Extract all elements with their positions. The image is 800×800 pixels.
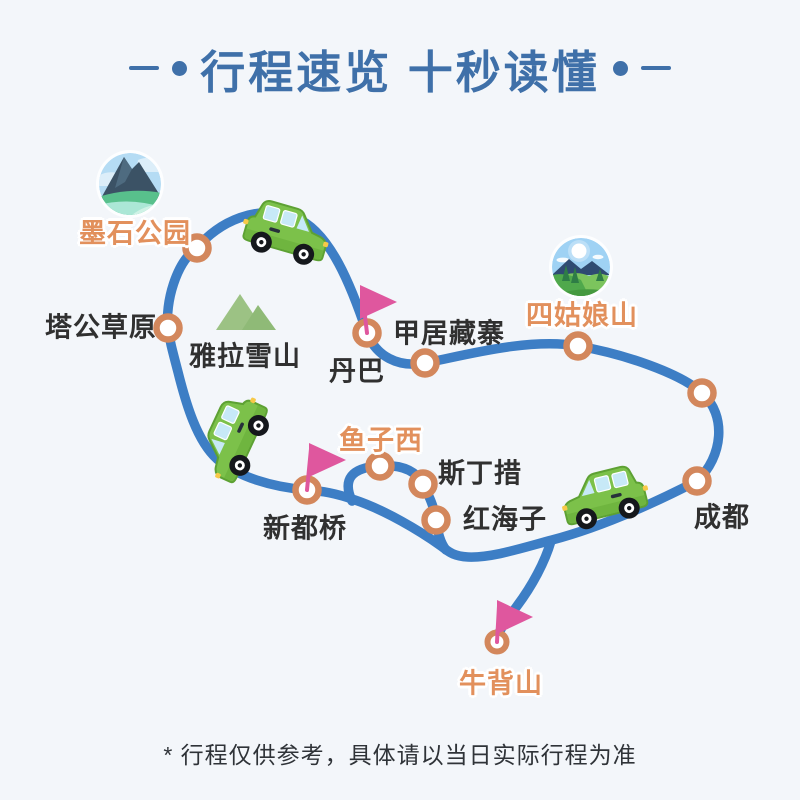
node-bend (687, 378, 717, 408)
mountain-lake-badge-icon (96, 150, 164, 218)
node-sidingcuo (408, 469, 438, 499)
location-label-xinduqiao: 新都桥 (263, 513, 347, 544)
node-siguniang (563, 331, 593, 361)
location-label-yuzixi: 鱼子西 (339, 425, 423, 456)
location-label-jiaju: 甲居藏寨 (393, 318, 505, 349)
node-honghaizi (421, 505, 451, 535)
flag-niubei (495, 600, 533, 644)
node-chengdu (682, 466, 712, 496)
node-jiaju (410, 348, 440, 378)
title-decor-dot-left (172, 60, 188, 76)
node-moshi-park (182, 233, 212, 263)
flag-xinduqiao (305, 443, 346, 492)
location-label-yala: 雅拉雪山 (189, 341, 301, 372)
title-decor-dot-right (612, 60, 628, 76)
title-decor-line-left (129, 66, 160, 70)
disclaimer-note: * 行程仅供参考，具体请以当日实际行程为准 (163, 742, 637, 768)
location-label-moshi-park: 墨石公园 (79, 218, 191, 249)
page-title: 行程速览 十秒读懂 (200, 46, 600, 98)
sun-valley-badge-icon (549, 235, 613, 299)
location-label-siguniang: 四姑娘山 (526, 300, 638, 331)
location-label-chengdu: 成都 (694, 502, 750, 533)
location-label-honghaizi: 红海子 (463, 504, 547, 535)
node-tagong (153, 313, 183, 343)
flag-danba (360, 285, 397, 335)
title-decor-line-right (640, 66, 671, 70)
location-label-danba: 丹巴 (329, 356, 385, 387)
location-label-niubei: 牛背山 (459, 668, 543, 699)
route-path-main (162, 208, 724, 562)
location-label-tagong: 塔公草原 (45, 312, 157, 343)
snow-mountain-icon (216, 294, 276, 330)
route-nodes (153, 233, 717, 655)
header: 行程速览 十秒读懂 (0, 40, 800, 98)
node-yuzixi (365, 451, 395, 481)
location-label-sidingcuo: 斯丁措 (438, 458, 522, 489)
